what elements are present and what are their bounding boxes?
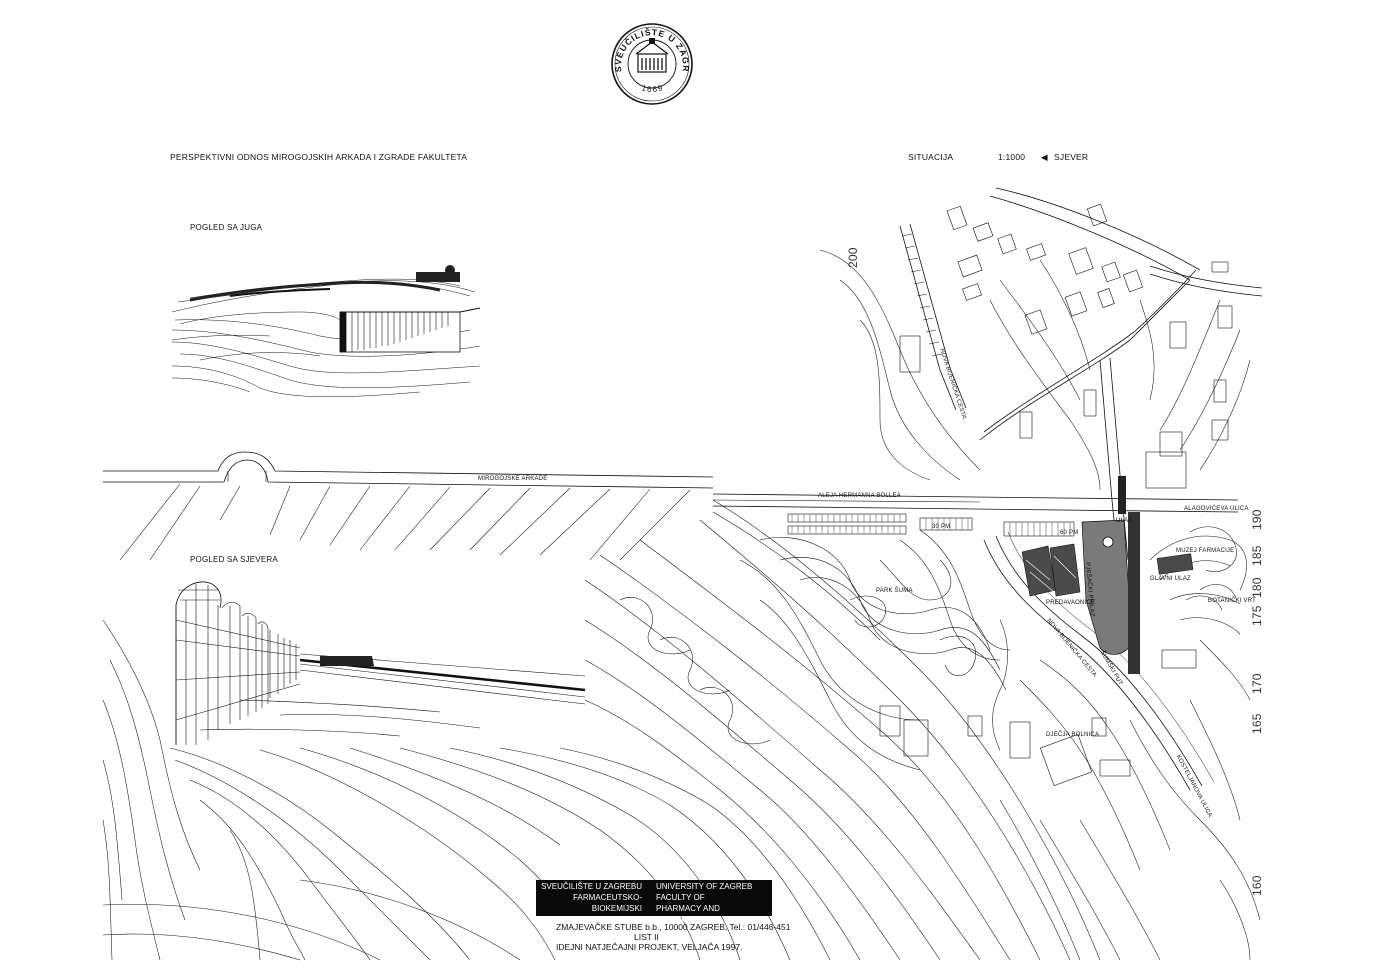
title-block-hr: SVEUČILIŠTE U ZAGREBU FARMACEUTSKO-BIOKE… [536, 880, 650, 925]
parking2-label: 30 PM [932, 524, 951, 530]
scale-label: 1:1000 [998, 152, 1026, 162]
south-view-label: POGLED SA JUGA [190, 223, 263, 232]
address-line-1: ZMAJEVAČKE STUBE b.b., 10000 ZAGREB, Tel… [556, 922, 791, 932]
seal-text: SVEUČILIŠTE U ZAGREBU [0, 0, 690, 73]
address-line-3: IDEJNI NATJEČAJNI PROJEKT, VELJAČA 1997. [556, 942, 743, 952]
tb-en-line-1: UNIVERSITY OF ZAGREB [656, 882, 753, 891]
terrain-contours-left [102, 451, 1101, 961]
seal-year: 1669 [641, 83, 664, 94]
site-plan [712, 187, 1263, 961]
svg-text:1669: 1669 [641, 83, 666, 94]
tb-hr-line-2: FARMACEUTSKO-BIOKEMIJSKI [573, 893, 642, 913]
tb-hr-line-3: FAKULTET [602, 915, 642, 924]
elevation-190: 190 [1250, 509, 1264, 530]
north-arrow-icon: ◀ [1041, 152, 1048, 162]
north-label: SJEVER [1054, 152, 1089, 162]
tb-hr-line-1: SVEUČILIŠTE U ZAGREBU [541, 882, 642, 891]
park-label: PARK ŠUMA [876, 588, 913, 594]
tb-en-line-2: FACULTY OF [656, 893, 705, 902]
address-line-2: LIST II [634, 932, 659, 942]
alagoviceva-label: ALAGOVIĆEVA ULICA [1184, 506, 1249, 512]
elevation-175: 175 [1250, 605, 1264, 626]
botanicki-label: BOTANIČKI VRT [1208, 598, 1257, 604]
svg-text:SVEUČILIŠTE U ZAGREBU: SVEUČILIŠTE U ZAGREBU [0, 0, 691, 73]
predavaonice-label: PREDAVAONICE [1046, 600, 1096, 606]
north-view-sketch [171, 577, 586, 745]
parking-label: 60 PM [1060, 530, 1079, 536]
muzej-label: MUZEJ FARMACIJE [1176, 548, 1235, 554]
title-block: SVEUČILIŠTE U ZAGREBU FARMACEUTSKO-BIOKE… [536, 880, 772, 924]
glavni-ulaz-label: GLAVNI ULAZ [1150, 576, 1191, 582]
ulaz-label: ULAZ [1116, 518, 1133, 524]
title-block-en: UNIVERSITY OF ZAGREB FACULTY OF PHARMACY… [650, 880, 772, 925]
university-seal: SVEUČILIŠTE U ZAGREBU 1669 [0, 0, 693, 105]
address-block: ZMAJEVAČKE STUBE b.b., 10000 ZAGREB, Tel… [556, 922, 791, 952]
situation-label: SITUACIJA [908, 152, 954, 162]
aleja-label: ALEJA HERMANNA BOLLEA [818, 493, 901, 499]
elevation-170: 170 [1250, 673, 1264, 694]
bolnica-label: DJEČJA BOLNICA [1046, 732, 1100, 738]
tb-en-line-3: PHARMACY AND BIOCHEMISTRY [656, 904, 720, 924]
elevation-180: 180 [1250, 577, 1264, 598]
south-view-sketch [171, 265, 481, 398]
arcades-label: MIROGOJSKE ARKADE [478, 476, 548, 482]
elevation-160: 160 [1250, 875, 1264, 896]
elevation-200: 200 [846, 247, 860, 268]
north-view-label: POGLED SA SJEVERA [190, 555, 278, 564]
elevation-185: 185 [1250, 545, 1264, 566]
perspective-title: PERSPEKTIVNI ODNOS MIROGOJSKIH ARKADA I … [170, 152, 468, 162]
elevation-165: 165 [1250, 713, 1264, 734]
